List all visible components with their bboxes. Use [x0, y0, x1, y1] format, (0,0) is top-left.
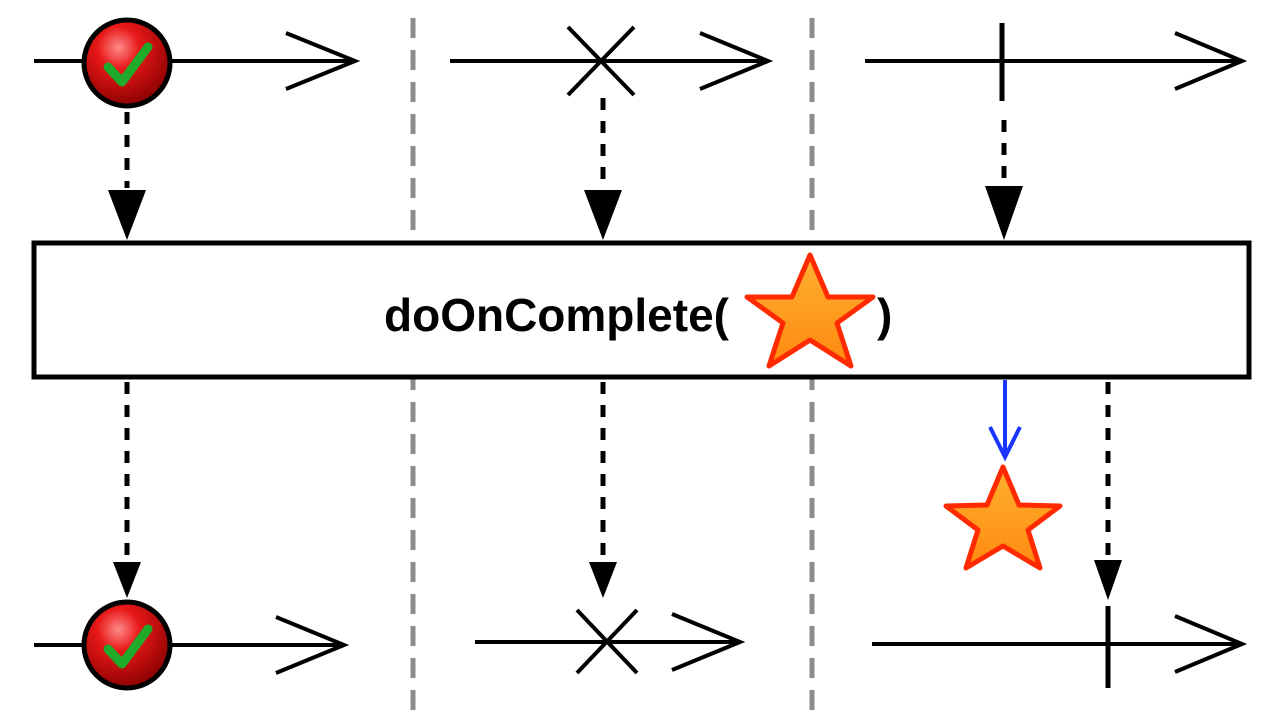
input-arrow-2: [584, 98, 622, 240]
timeline-arrowhead: [1174, 614, 1248, 674]
timeline-arrowhead: [671, 612, 746, 672]
completed-check-icon: [81, 599, 173, 691]
timeline-arrowhead: [699, 31, 774, 91]
timeline-arrowhead: [275, 615, 350, 675]
output-arrow-3: [1094, 382, 1122, 600]
side-effect-arrow: [988, 380, 1022, 462]
star-icon: [744, 252, 876, 369]
side-effect-star-icon: [943, 464, 1063, 571]
operator-name-prefix: doOnComplete(: [384, 289, 730, 341]
input-timeline-3: [865, 31, 1248, 91]
input-arrow-3: [985, 120, 1023, 240]
completed-check-icon: [81, 17, 173, 109]
timeline-arrowhead: [1174, 31, 1248, 91]
operator-box: [31, 240, 1252, 380]
operator-name-suffix: ): [877, 289, 892, 341]
input-timeline-2: [450, 31, 774, 91]
output-arrow-1: [113, 382, 141, 598]
input-arrow-1: [108, 112, 146, 240]
operator-name: doOnComplete(: [384, 289, 730, 341]
timeline-arrowhead: [285, 31, 361, 91]
output-timeline-1: [34, 615, 350, 675]
output-arrow-2: [589, 382, 617, 598]
error-x-icon: [566, 25, 636, 97]
error-x-icon: [575, 608, 639, 675]
output-timeline-3: [872, 614, 1248, 674]
